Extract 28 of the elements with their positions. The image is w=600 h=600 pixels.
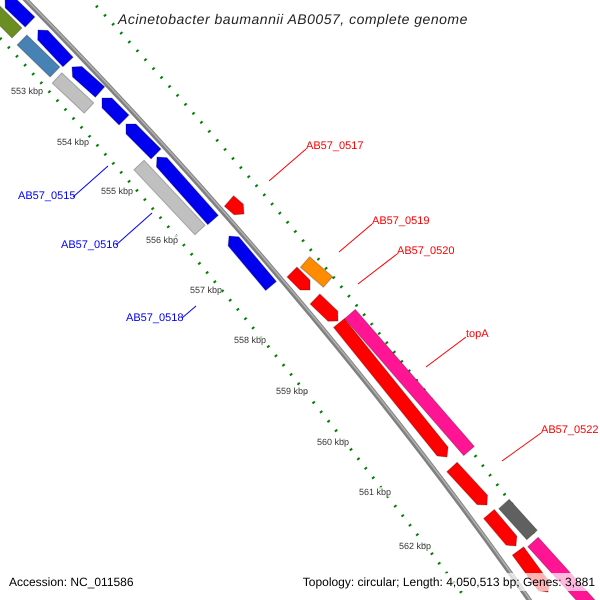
position-label: 556 kbp — [146, 235, 178, 245]
gene-label: AB57_0519 — [372, 215, 430, 228]
gene-label: AB57_0516 — [61, 239, 118, 252]
gene-label: AB57_0515 — [18, 190, 76, 203]
leader-line — [182, 306, 196, 318]
position-label: 554 kbp — [57, 137, 90, 147]
leader-line — [358, 254, 398, 284]
leader-line — [268, 148, 306, 182]
gene-label: AB57_0517 — [306, 140, 364, 153]
title: Acinetobacter baumannii AB0057, complete genome — [118, 10, 468, 29]
position-label: 562 kbp — [399, 541, 432, 551]
gene-label: AB57_0518 — [126, 312, 184, 325]
position-label: 561 kbp — [359, 487, 392, 497]
leader-line — [426, 336, 466, 368]
leader-line — [502, 432, 542, 462]
position-label: 558 kbp — [234, 335, 266, 345]
position-label: 555 kbp — [101, 186, 134, 196]
position-label: 553 kbp — [11, 86, 44, 96]
leader-line — [116, 212, 152, 246]
leader-line — [72, 166, 108, 198]
position-label: 557 kbp — [190, 285, 222, 295]
gene-label: topA — [466, 328, 489, 341]
gene-label: AB57_0522 — [541, 424, 598, 437]
leader-line — [338, 224, 372, 252]
position-label: 560 kbp — [317, 437, 350, 447]
info-text: Topology: circular; Length: 4,050,513 bp; Genes: 3,881 — [302, 573, 595, 591]
gene-label: AB57_0520 — [397, 245, 454, 258]
position-label: 559 kbp — [276, 386, 308, 396]
